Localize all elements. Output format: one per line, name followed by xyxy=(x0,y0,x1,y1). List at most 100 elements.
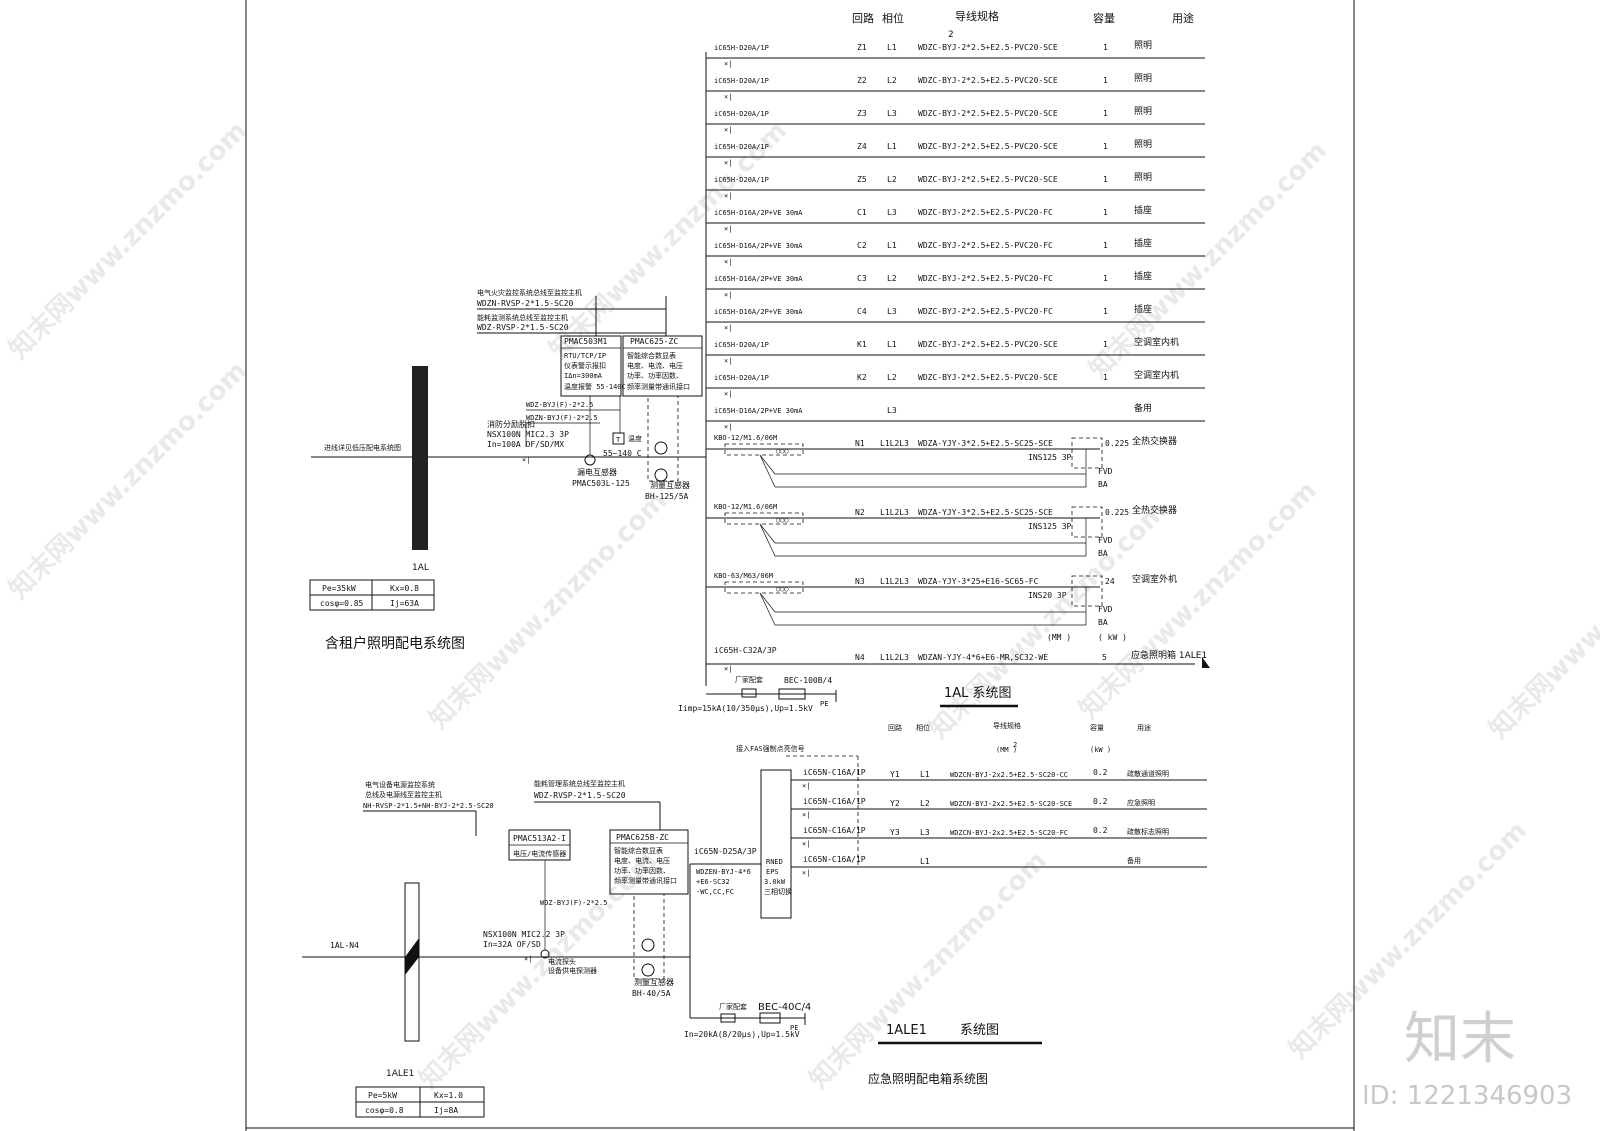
pmac625-line: 电度、电流、电压 xyxy=(627,361,683,370)
monitor-line1-title: 电气火灾监控系统总线至监控主机 xyxy=(477,288,582,297)
breaker-symbol-icon: ×| xyxy=(724,258,732,266)
leak-label: 漏电互感器 xyxy=(577,467,617,477)
top-load-table: Pe=35kW Kx=0.8 cosφ=0.85 Ij=63A xyxy=(309,579,435,611)
pmac503-box xyxy=(560,335,622,397)
motor-id: N3 xyxy=(855,577,865,586)
circuit-cable: WDZC-BYJ-2*2.5+E2.5-PVC20-FC xyxy=(918,274,1053,283)
pmac503-line: RTU/TCP/IP xyxy=(564,352,606,360)
emergency-arrow-icon xyxy=(1202,657,1210,668)
watermark-text: 知末网www.znzmo.com xyxy=(804,846,1053,1095)
b-main-breaker: NSX100N MIC2.2 3P xyxy=(483,930,565,939)
b-circuit-phase: L1 xyxy=(920,857,930,866)
circuit-breaker-label: iC65H-D16A/2P+VE 30mA xyxy=(714,209,803,217)
circuit-use: 照明 xyxy=(1134,73,1152,84)
b-breaker-symbol-icon: ×| xyxy=(802,811,810,819)
b-circuit-use: 应急照明 xyxy=(1127,798,1155,807)
b-breaker-symbol-icon: ×| xyxy=(802,782,810,790)
pmac513-title: PMAC513A2-I xyxy=(513,834,566,843)
b-ct-label: 测量互感器 xyxy=(634,977,674,987)
motor-id: N2 xyxy=(855,508,865,517)
emergency-kw-label: ( kW ) xyxy=(1098,633,1127,642)
circuit-breaker-label: iC65H-D20A/1P xyxy=(714,110,769,118)
b-circuit-use: 备用 xyxy=(1127,856,1141,865)
control-wire xyxy=(759,592,776,626)
fas-label: 接入FAS强制点亮信号 xyxy=(736,744,805,753)
b-incoming-label: 1AL-N4 xyxy=(330,941,359,950)
circuit-capacity: 1 xyxy=(1103,208,1108,217)
circuit-phase: L1 xyxy=(887,43,897,52)
load-pe: Pe=35kW xyxy=(322,584,356,593)
title-system: 1AL 系统图 xyxy=(944,686,1012,701)
circuit-use: 空调室内机 xyxy=(1134,369,1179,381)
emergency-id: N4 xyxy=(855,653,865,662)
panel-name: 1AL xyxy=(412,563,429,573)
circuit-phase: L3 xyxy=(887,406,897,415)
circuit-phase: L2 xyxy=(887,274,897,283)
b-header-cable-sup: 2 xyxy=(1013,741,1017,749)
motor-phase: L1L2L3 xyxy=(880,577,909,586)
motor-cable: WDZA-YJY-3*25+E16-SC65-FC xyxy=(918,577,1039,586)
circuit-cable: WDZC-BYJ-2*2.5+E2.5-PVC20-SCE xyxy=(918,373,1058,382)
ct-dashed-box xyxy=(647,395,679,482)
circuit-capacity: 1 xyxy=(1103,307,1108,316)
b-monitor-line1-sub: 总线及电源线至监控主机 xyxy=(365,790,442,799)
circuit-use: 插座 xyxy=(1134,204,1152,216)
b-circuit-id: Y1 xyxy=(890,770,900,779)
motor-breaker-label: KBO-12/M1.6/06M xyxy=(714,434,777,442)
monitor-wire1: WDZ-BYJ(F)-2*2.5 xyxy=(526,401,593,409)
b-circuit-use: 疏散通道照明 xyxy=(1127,769,1169,778)
circuit-capacity: 1 xyxy=(1103,274,1108,283)
circuit-breaker-label: iC65H-D20A/1P xyxy=(714,374,769,382)
circuit-capacity: 1 xyxy=(1103,241,1108,250)
b-circuit-breaker: iC65N-C16A/1P xyxy=(803,826,866,835)
eps-line3: 3.0kW xyxy=(764,878,786,886)
motor-phase: L1L2L3 xyxy=(880,508,909,517)
circuit-breaker-label: iC65H-D20A/1P xyxy=(714,341,769,349)
leak-model: PMAC503L-125 xyxy=(572,479,630,488)
b-circuit-cable: WDZCN-BYJ-2x2.5+E2.5-SC20-CC xyxy=(950,771,1068,779)
circuit-phase: L3 xyxy=(887,208,897,217)
temp-sensor-icon xyxy=(612,432,625,445)
b-monitor-wire: WDZ-BYJ(F)-2*2.5 xyxy=(540,899,607,907)
eps-feeder-breaker: iC65N-D25A/3P xyxy=(694,847,757,856)
header-capacity: 容量 xyxy=(1093,11,1115,25)
b-ct-model: BH-40/5A xyxy=(632,989,671,998)
motor-ba: BA xyxy=(1098,618,1108,627)
circuit-phase: L3 xyxy=(887,307,897,316)
b-title-system: 1ALE1 系统图 xyxy=(886,1023,999,1038)
pmac625b-line: 电度、电流、电压 xyxy=(614,856,670,865)
motor-fvd: FVD xyxy=(1098,536,1113,545)
b-current-probe-icon xyxy=(540,949,550,959)
watermark-layer: 知末网www.znzmo.com 知末网www.znzmo.com 知末网www… xyxy=(4,116,1600,1095)
circuit-breaker-label: iC65H-D20A/1P xyxy=(714,176,769,184)
pmac625b-line: 功率、功率因数、 xyxy=(614,866,670,875)
b-header-capacity-unit: (kW ) xyxy=(1090,746,1111,754)
motor-contacts-icon: ○○○ xyxy=(776,447,789,455)
pmac625-line: 频率测量带通讯接口 xyxy=(627,382,690,391)
circuit-use: 插座 xyxy=(1134,303,1152,315)
ct-label: 测量互感器 xyxy=(650,480,690,490)
control-wire xyxy=(759,454,776,488)
b-sensor-sub: 设备供电探测器 xyxy=(548,966,597,975)
breaker-symbol-icon: ×| xyxy=(724,291,732,299)
spd-device-icon xyxy=(778,688,806,700)
incoming-label: 进线详见低压配电系统图 xyxy=(324,443,401,452)
motor-isolator-box xyxy=(1071,575,1103,607)
ct-model: BH-125/5A xyxy=(645,492,689,501)
b-circuit-id: Y2 xyxy=(890,799,900,808)
leak-ct-icon xyxy=(584,454,596,466)
motor-isolator-box xyxy=(1071,506,1103,538)
b-circuit-cable: WDZCN-BYJ-2x2.5+E2.5-SC20-FC xyxy=(950,829,1068,837)
b-header-circuit: 回路 xyxy=(888,723,902,732)
watermark-text: 知末网www.znzmo.com xyxy=(424,486,673,735)
